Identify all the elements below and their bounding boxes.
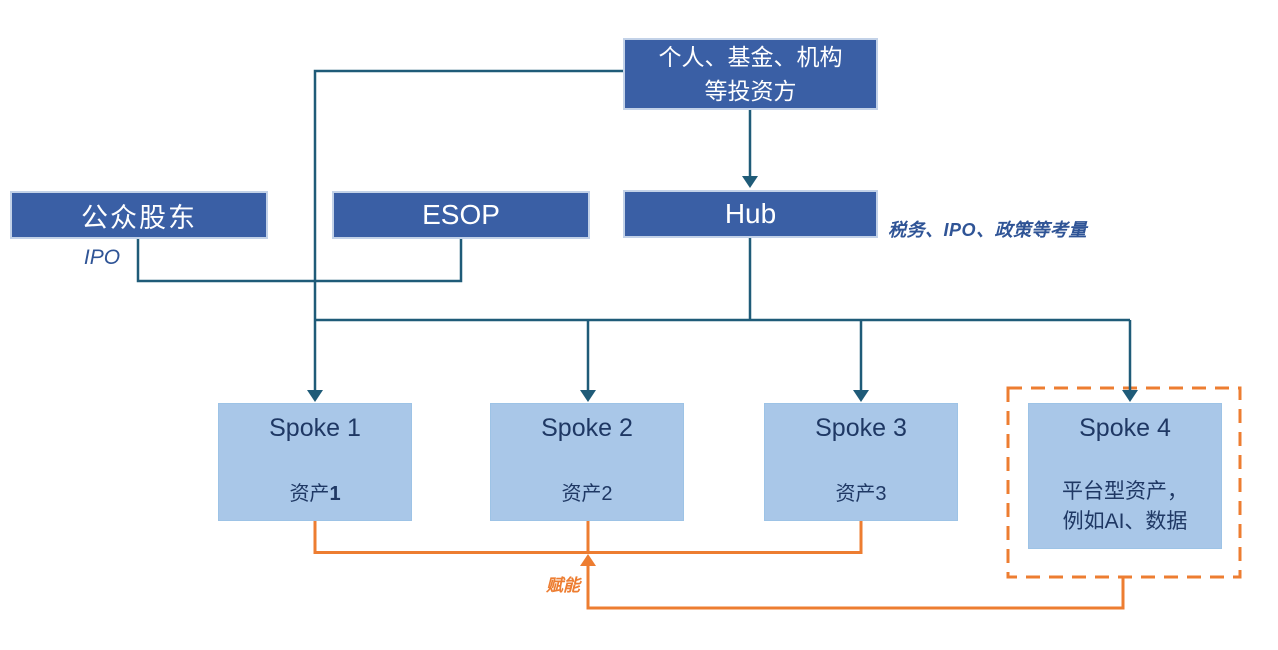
public-shareholders-label: 公众股东 xyxy=(81,202,197,233)
node-investors: 个人、基金、机构 等投资方 xyxy=(623,38,878,110)
investors-label: 个人、基金、机构 等投资方 xyxy=(659,40,843,108)
spoke4-empower-line xyxy=(586,566,1125,610)
hub-label: Hub xyxy=(724,198,777,229)
arrow-up-empower-icon xyxy=(580,554,596,566)
investors-label-line1: 个人、基金、机构 xyxy=(658,44,843,70)
spoke4-title: Spoke 4 xyxy=(1079,414,1171,442)
spoke4-description: 平台型资产， 例如AI、数据 xyxy=(1062,477,1188,537)
spoke1-asset-number: 1 xyxy=(329,483,341,505)
hub-considerations-annotation: 税务、IPO、政策等考量 xyxy=(888,220,1088,240)
spoke3-title: Spoke 3 xyxy=(815,414,907,442)
spoke1-asset-text: 资产 xyxy=(289,483,330,505)
spoke3-asset: 资产3 xyxy=(835,483,887,505)
spoke1-title: Spoke 1 xyxy=(269,414,361,442)
esop-label: ESOP xyxy=(422,199,500,230)
node-esop: ESOP xyxy=(332,191,590,239)
node-hub: Hub xyxy=(623,190,878,238)
spokes-bottom-bus-line xyxy=(313,521,863,554)
node-public-shareholders: 公众股东 xyxy=(10,191,268,239)
investors-label-line2: 等投资方 xyxy=(704,78,797,104)
spoke4-description-line2: 例如AI、数据 xyxy=(1062,510,1188,533)
investors-left-branch-line xyxy=(313,69,623,392)
arrow-down-to-hub-icon xyxy=(742,176,758,188)
arrow-down-to-spoke3-icon xyxy=(853,390,869,402)
node-spoke2: Spoke 2 资产2 xyxy=(490,403,684,521)
spoke4-description-line1: 平台型资产， xyxy=(1062,480,1188,503)
arrow-down-to-spoke1-icon xyxy=(307,390,323,402)
node-spoke4: Spoke 4 平台型资产， 例如AI、数据 xyxy=(1028,403,1222,549)
node-spoke3: Spoke 3 资产3 xyxy=(764,403,958,521)
spoke2-asset: 资产2 xyxy=(561,483,613,505)
spoke2-title: Spoke 2 xyxy=(541,414,633,442)
spoke1-asset: 资产1 xyxy=(289,482,340,506)
arrow-down-to-spoke4-icon xyxy=(1122,390,1138,402)
empower-annotation: 赋能 xyxy=(546,576,580,595)
ipo-annotation: IPO xyxy=(83,246,121,269)
shareholders-esop-branch-line xyxy=(136,239,463,283)
arrow-down-to-spoke2-icon xyxy=(580,390,596,402)
node-spoke1: Spoke 1 资产1 xyxy=(218,403,412,521)
